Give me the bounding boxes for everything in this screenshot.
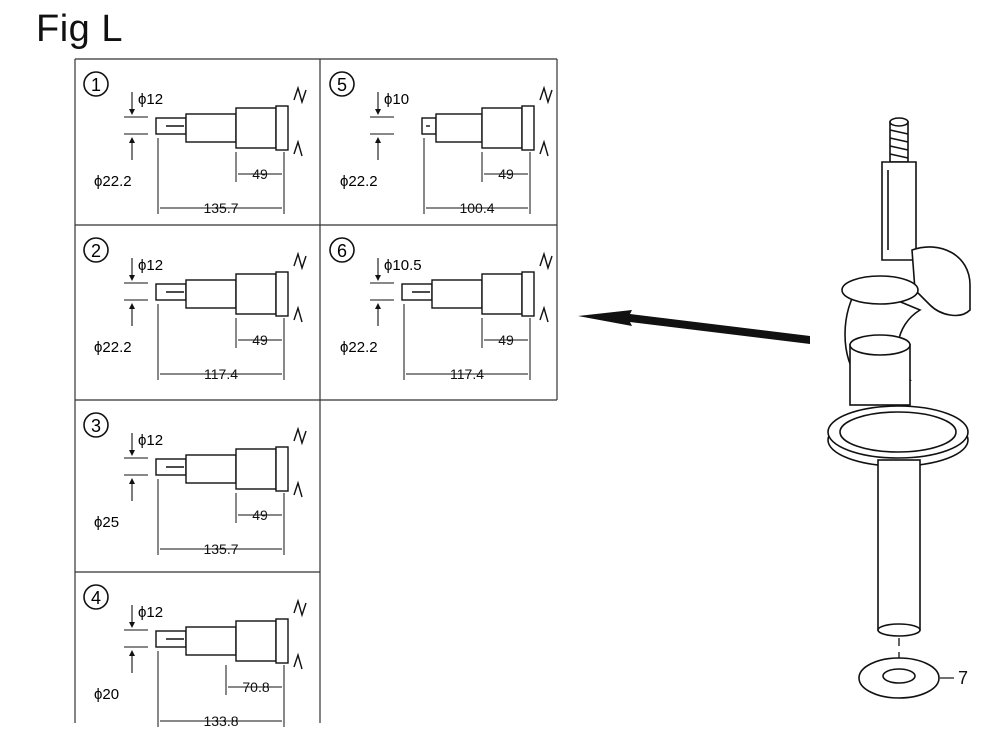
- crankshaft-drawing: 2 ϕ12 ϕ22.2: [83, 237, 307, 382]
- crankshaft-panel-3: 3 ϕ12 ϕ25: [76, 403, 316, 568]
- shaft-outline: [401, 251, 553, 323]
- bottom-diameter-label: ϕ22.2: [94, 339, 132, 356]
- panel-number: 6: [337, 241, 347, 261]
- length-small-label: 49: [498, 332, 514, 348]
- top-diameter-label: ϕ12: [138, 604, 163, 621]
- crankshaft-drawing: 1 ϕ12 ϕ22.2: [83, 71, 307, 216]
- shaft-outline: [155, 85, 307, 157]
- length-total-label: 135.7: [203, 200, 238, 216]
- callout-circle: 6: [329, 237, 355, 263]
- top-diameter-label: ϕ12: [138, 432, 163, 449]
- top-diameter-label: ϕ12: [138, 257, 163, 274]
- shaft-outline: [155, 598, 307, 670]
- length-total-label: 100.4: [459, 200, 494, 216]
- panel-number: 3: [91, 416, 101, 436]
- bottom-diameter-label: ϕ25: [94, 514, 119, 531]
- shaft-outline: [155, 251, 307, 323]
- crankshaft-panel-2: 2 ϕ12 ϕ22.2: [76, 228, 316, 393]
- bottom-diameter-label: ϕ22.2: [340, 339, 378, 356]
- length-small-label: 49: [252, 332, 268, 348]
- crankshaft-drawing: 6 ϕ10.5 ϕ22.2: [329, 237, 553, 382]
- dimension-small: 49: [235, 152, 285, 182]
- dimension-total: 135.7: [157, 479, 285, 557]
- dimension-total: 135.7: [157, 138, 285, 216]
- panel-number: 4: [91, 588, 101, 608]
- callout-circle: 1: [83, 71, 109, 97]
- figure-title: Fig L: [36, 8, 123, 50]
- dimension-small: 70.8: [225, 665, 285, 695]
- crankshaft-drawing: 5 ϕ10 ϕ22.2: [329, 71, 553, 216]
- length-total-label: 117.4: [204, 366, 238, 382]
- dimension-total: 117.4: [157, 304, 285, 382]
- length-small-label: 49: [252, 166, 268, 182]
- panel-grid: [74, 58, 558, 723]
- callout-circle: 4: [83, 584, 109, 610]
- top-diameter-label: ϕ12: [138, 91, 163, 108]
- length-small-label: 49: [252, 507, 268, 523]
- bottom-diameter-label: ϕ22.2: [94, 173, 132, 190]
- shaft-outline: [421, 85, 553, 157]
- length-total-label: 117.4: [450, 366, 484, 382]
- dimension-small: 49: [481, 152, 531, 182]
- pointer-arrow: [578, 310, 810, 344]
- length-small-label: 49: [498, 166, 514, 182]
- shaft-outline: [155, 426, 307, 498]
- callout-circle: 3: [83, 412, 109, 438]
- dimension-small: 49: [481, 318, 531, 348]
- length-total-label: 135.7: [203, 541, 238, 557]
- dimension-total: 100.4: [423, 138, 531, 216]
- washer: [858, 657, 940, 699]
- crankshaft-illustration: 7: [827, 117, 971, 699]
- panel-number: 5: [337, 75, 347, 95]
- callout-circle: 5: [329, 71, 355, 97]
- top-diameter-label: ϕ10.5: [384, 257, 422, 274]
- top-diameter-label: ϕ10: [384, 91, 409, 108]
- callout-circle: 2: [83, 237, 109, 263]
- bottom-diameter-label: ϕ22.2: [340, 173, 378, 190]
- crankshaft-drawing: 3 ϕ12 ϕ25: [83, 412, 307, 557]
- dimension-small: 49: [235, 493, 285, 523]
- dimension-small: 49: [235, 318, 285, 348]
- crankshaft-panel-6: 6 ϕ10.5 ϕ22.2: [322, 228, 562, 393]
- panel-number: 2: [91, 241, 101, 261]
- dimension-total: 117.4: [403, 304, 531, 382]
- panel-number: 1: [91, 75, 101, 95]
- length-small-label: 70.8: [242, 679, 269, 695]
- crankshaft-panel-5: 5 ϕ10 ϕ22.2: [322, 62, 562, 227]
- bottom-diameter-label: ϕ20: [94, 686, 119, 703]
- crankshaft-panel-1: 1 ϕ12 ϕ22.2: [76, 62, 316, 227]
- washer-callout: 7: [958, 668, 968, 688]
